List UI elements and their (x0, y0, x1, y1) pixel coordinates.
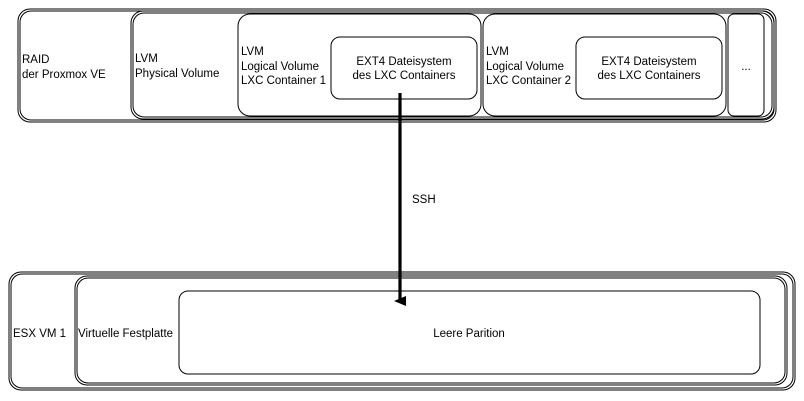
virtual-disk-label: Virtuelle Festplatte (78, 328, 173, 340)
more-containers-label: ... (741, 61, 751, 73)
container-1-label-line3: LXC Container 1 (241, 75, 326, 87)
physical-volume-label-line1: LVM (135, 53, 158, 65)
fs-2-label-line1: EXT4 Dateisystem (601, 56, 696, 68)
container-1-label-line2: Logical Volume (241, 61, 319, 73)
fs-1-label-line2: des LXC Containers (353, 70, 456, 82)
raid-label-line1: RAID (22, 54, 49, 66)
esx-vm-label: ESX VM 1 (13, 328, 66, 340)
empty-partition-box: Leere Parition (178, 290, 761, 375)
container-2-label-line1: LVM (486, 46, 509, 58)
raid-label-line2: der Proxmox VE (22, 69, 106, 81)
empty-partition-label: Leere Parition (433, 328, 505, 340)
ssh-connection: SSH (394, 93, 436, 306)
container-2-label-line3: LXC Container 2 (486, 75, 571, 87)
fs-2-label-line2: des LXC Containers (598, 70, 701, 82)
physical-volume-label-line2: Physical Volume (135, 68, 219, 80)
ext4-filesystem-container-2: EXT4 Dateisystem des LXC Containers (575, 36, 723, 100)
ext4-filesystem-container-1: EXT4 Dateisystem des LXC Containers (330, 36, 478, 100)
ssh-label: SSH (412, 194, 436, 206)
container-1-label-line1: LVM (241, 46, 264, 58)
more-containers-box: ... (727, 13, 765, 117)
container-2-label-line2: Logical Volume (486, 61, 564, 73)
fs-1-label-line1: EXT4 Dateisystem (356, 56, 451, 68)
